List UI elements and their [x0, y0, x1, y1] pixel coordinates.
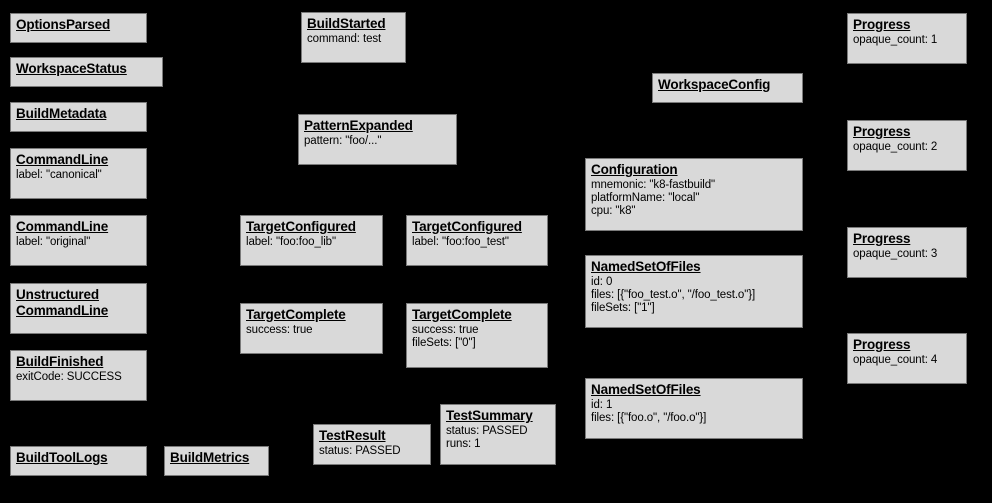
node-title: BuildFinished	[16, 354, 104, 369]
node-title: Progress	[853, 124, 911, 139]
node-field: exitCode: SUCCESS	[16, 370, 122, 383]
node-title: TargetComplete	[246, 307, 346, 322]
node-build-metadata[interactable]: BuildMetadata	[10, 102, 147, 132]
node-title: NamedSetOfFiles	[591, 259, 701, 274]
node-field: opaque_count: 2	[853, 140, 938, 153]
node-title: WorkspaceStatus	[16, 61, 127, 76]
node-options-parsed[interactable]: OptionsParsed	[10, 13, 147, 43]
node-title: BuildToolLogs	[16, 450, 108, 465]
node-field: opaque_count: 3	[853, 247, 938, 260]
node-field: label: "foo:foo_test"	[412, 235, 509, 248]
node-field: status: PASSED	[319, 444, 401, 457]
node-workspace-config[interactable]: WorkspaceConfig	[652, 73, 803, 103]
node-title: TargetComplete	[412, 307, 512, 322]
node-title: PatternExpanded	[304, 118, 413, 133]
node-field: mnemonic: "k8-fastbuild"	[591, 178, 716, 191]
node-field: label: "original"	[16, 235, 91, 248]
node-unstructured-command-line[interactable]: Unstructured CommandLine	[10, 283, 147, 334]
node-title: TestSummary	[446, 408, 533, 423]
node-title: OptionsParsed	[16, 17, 111, 32]
node-field: pattern: "foo/..."	[304, 134, 382, 147]
node-field: success: true	[246, 323, 313, 336]
node-field: cpu: "k8"	[591, 205, 636, 218]
node-title: Progress	[853, 337, 911, 352]
node-title: TargetConfigured	[412, 219, 522, 234]
node-field: files: [{"foo.o", "/foo.o"}]	[591, 411, 707, 424]
node-title: WorkspaceConfig	[658, 77, 771, 92]
node-field: id: 1	[591, 398, 613, 411]
node-field: files: [{"foo_test.o", "/foo_test.o"}]	[591, 288, 756, 301]
node-field: success: true	[412, 323, 479, 336]
node-title: CommandLine	[16, 219, 109, 234]
node-title: BuildStarted	[307, 16, 386, 31]
node-field: opaque_count: 1	[853, 33, 938, 46]
node-field: label: "canonical"	[16, 168, 102, 181]
node-field: platformName: "local"	[591, 191, 700, 204]
node-field: label: "foo:foo_lib"	[246, 235, 336, 248]
node-field: runs: 1	[446, 437, 481, 450]
node-title: BuildMetrics	[170, 450, 250, 465]
node-title: BuildMetadata	[16, 106, 107, 121]
node-field: command: test	[307, 32, 382, 45]
node-field: fileSets: ["0"]	[412, 336, 476, 349]
node-title: NamedSetOfFiles	[591, 382, 701, 397]
node-title: TargetConfigured	[246, 219, 356, 234]
node-field: opaque_count: 4	[853, 353, 938, 366]
node-build-tool-logs[interactable]: BuildToolLogs	[10, 446, 147, 476]
node-workspace-status[interactable]: WorkspaceStatus	[10, 57, 163, 87]
node-title: Progress	[853, 231, 911, 246]
node-title: TestResult	[319, 428, 386, 443]
node-build-metrics[interactable]: BuildMetrics	[164, 446, 269, 476]
node-field: id: 0	[591, 275, 613, 288]
node-field: status: PASSED	[446, 424, 528, 437]
node-title: Configuration	[591, 162, 678, 177]
node-title: CommandLine	[16, 152, 109, 167]
node-title: Progress	[853, 17, 911, 32]
node-title: Unstructured CommandLine	[16, 287, 109, 318]
node-field: fileSets: ["1"]	[591, 302, 655, 315]
